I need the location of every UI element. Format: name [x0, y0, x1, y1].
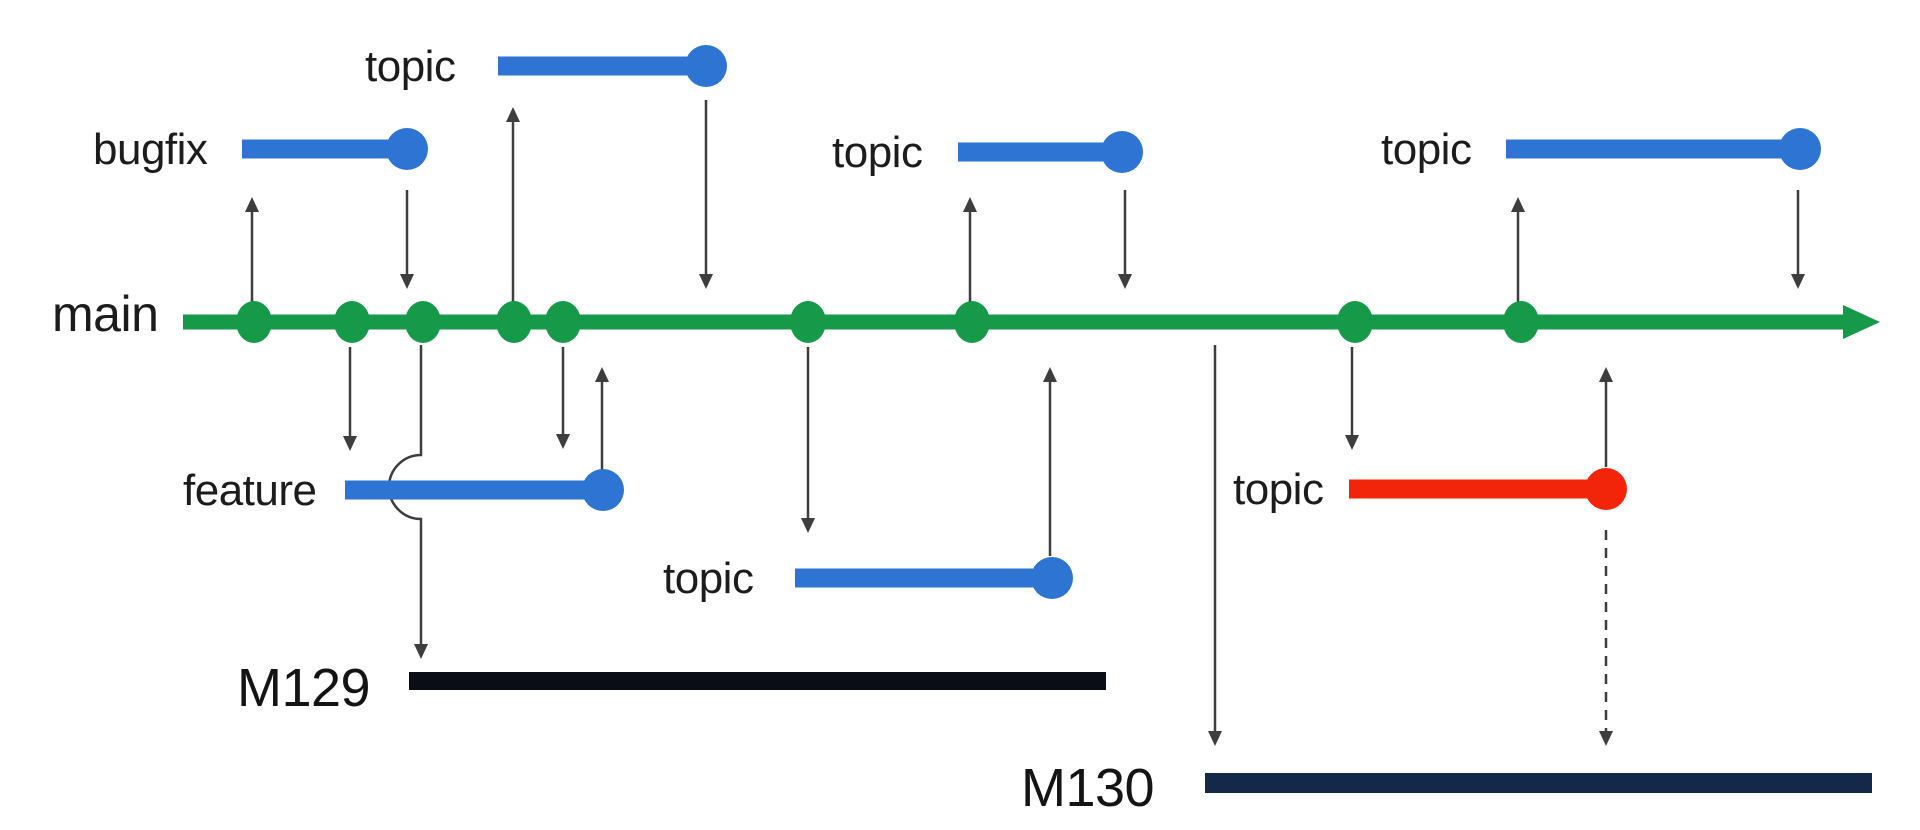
merge-arrow-topic-1 [699, 100, 713, 289]
fork-arrow-topic-3-head [1511, 197, 1525, 212]
merge-arrow-bugfix-head [400, 274, 414, 289]
branch-label-topic-2: topic [832, 128, 922, 177]
branch-label-topic-4: topic [663, 554, 753, 603]
fork-arrow-topic-1-head [506, 107, 520, 122]
sync-arrow-feature [556, 347, 570, 449]
branch-main: main [52, 286, 1880, 343]
branch-label-feature: feature [183, 466, 316, 515]
milestone-m130: M130 [1021, 758, 1872, 818]
main-commit-8 [1337, 301, 1373, 343]
merge-arrow-topic-3 [1791, 190, 1805, 289]
milestone-drop-line-m129-with-hop-head [414, 644, 428, 659]
branch-label-topic-5: topic [1233, 465, 1323, 514]
branch-head-topic-4 [1031, 557, 1073, 599]
milestone-m129: M129 [237, 658, 1106, 718]
branch-topic-5: topic [1233, 465, 1627, 514]
merge-arrow-feature-head [595, 367, 609, 382]
branch-label-topic-3: topic [1381, 125, 1471, 174]
branch-head-bugfix [386, 128, 428, 170]
fork-arrow-bugfix-head [245, 197, 259, 212]
fork-arrow-topic-2 [963, 197, 977, 305]
branch-head-topic-2 [1101, 131, 1143, 173]
merge-arrow-topic-5-head [1599, 367, 1613, 382]
fork-arrow-topic-3 [1511, 197, 1525, 305]
sync-arrow-feature-head [556, 434, 570, 449]
branch-head-topic-5 [1585, 468, 1627, 510]
merge-arrow-topic-2 [1118, 190, 1132, 289]
main-commit-3 [405, 301, 441, 343]
merge-arrow-bugfix [400, 190, 414, 289]
main-branch-label: main [52, 286, 158, 342]
fork-arrow-topic-1 [506, 107, 520, 305]
fork-arrow-topic-4 [801, 347, 815, 533]
branch-head-topic-1 [685, 45, 727, 87]
branch-bugfix: bugfix [93, 125, 428, 174]
dashed-arrow-topic-5-to-m130 [1599, 530, 1613, 746]
branch-head-topic-3 [1779, 128, 1821, 170]
fork-arrow-feature [343, 347, 357, 451]
branch-feature: feature [183, 466, 624, 515]
merge-arrow-topic-3-head [1791, 274, 1805, 289]
branch-topic-4: topic [663, 554, 1073, 603]
fork-arrow-topic-4-head [801, 518, 815, 533]
fork-arrow-topic-5-head [1345, 435, 1359, 450]
main-commit-4 [496, 301, 532, 343]
main-commit-9 [1503, 301, 1539, 343]
main-commit-6 [790, 301, 826, 343]
merge-arrow-feature [595, 367, 609, 470]
branch-label-topic-1: topic [365, 42, 455, 91]
milestone-label-m129: M129 [237, 658, 370, 718]
main-commit-2 [334, 301, 370, 343]
milestone-drop-line-m130-head [1208, 731, 1222, 746]
branch-topic-2: topic [832, 128, 1143, 177]
milestone-drop-line-m130 [1208, 345, 1222, 746]
milestone-bar-m129 [409, 672, 1106, 690]
fork-arrow-topic-2-head [963, 197, 977, 212]
fork-arrow-topic-5 [1345, 347, 1359, 450]
main-commit-1 [236, 301, 272, 343]
dashed-arrow-topic-5-to-m130-head [1599, 731, 1613, 746]
branch-head-feature [582, 469, 624, 511]
merge-arrow-topic-5 [1599, 367, 1613, 467]
milestone-label-m130: M130 [1021, 758, 1154, 818]
main-commit-7 [954, 301, 990, 343]
merge-arrow-topic-4 [1043, 367, 1057, 556]
branch-label-bugfix: bugfix [93, 125, 208, 174]
fork-arrow-feature-head [343, 436, 357, 451]
main-commit-5 [545, 301, 581, 343]
merge-arrow-topic-1-head [699, 274, 713, 289]
merge-arrow-topic-4-head [1043, 367, 1057, 382]
main-arrowhead [1843, 305, 1880, 339]
fork-arrow-bugfix [245, 197, 259, 305]
branch-topic-3: topic [1381, 125, 1821, 174]
merge-arrow-topic-2-head [1118, 274, 1132, 289]
milestone-bar-m130 [1205, 773, 1872, 793]
branch-topic-1: topic [365, 42, 727, 91]
